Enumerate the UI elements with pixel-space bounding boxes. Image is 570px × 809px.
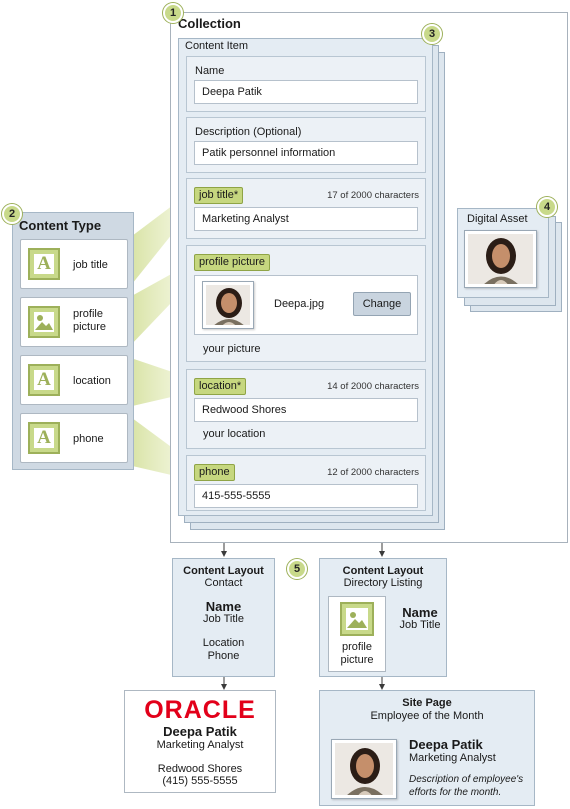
site-page-description: Description of employee's efforts for th… <box>409 774 524 798</box>
site-page-title: Site Page <box>402 697 452 709</box>
profile-picture-dropzone[interactable]: Deepa.jpg Change <box>194 275 418 335</box>
text-icon: A <box>28 422 60 454</box>
directory-layout-subtitle: Directory Listing <box>343 577 423 589</box>
phone-input[interactable]: 415-555-5555 <box>194 484 418 508</box>
digital-asset-title: Digital Asset <box>467 213 528 225</box>
content-type-label: profile picture <box>73 308 107 333</box>
contact-layout-name: Name <box>205 599 242 614</box>
contact-layout-title: Content Layout <box>183 565 264 577</box>
location-tag: location* <box>194 378 247 395</box>
job-title-char-count: 17 of 2000 characters <box>327 190 419 201</box>
contact-layout-subtitle: Contact <box>204 577 243 589</box>
contact-layout-location: Location <box>202 637 245 649</box>
profile-picture-tag: profile picture <box>194 254 271 271</box>
phone-char-count: 12 of 2000 characters <box>327 467 419 478</box>
location-hint: your location <box>203 428 266 440</box>
location-char-count: 14 of 2000 characters <box>327 381 419 392</box>
directory-picture-card: profile picture <box>328 596 386 672</box>
oracle-card: ORACLE Deepa Patik Marketing Analyst Red… <box>124 690 276 793</box>
site-page: Site Page Employee of the Month Deepa Pa… <box>319 690 535 806</box>
profile-photo-thumb <box>202 281 254 329</box>
location-field: location* 14 of 2000 characters Redwood … <box>186 369 426 449</box>
content-type-card-job-title[interactable]: A job title <box>20 239 128 289</box>
oracle-card-phone: (415) 555-5555 <box>162 775 238 787</box>
digital-asset-photo[interactable] <box>464 230 537 288</box>
description-field-label: Description (Optional) <box>195 126 302 138</box>
content-type-card-profile-picture[interactable]: profile picture <box>20 297 128 347</box>
callout-4: 4 <box>537 197 557 217</box>
image-icon <box>340 602 374 636</box>
oracle-card-name: Deepa Patik <box>163 724 237 739</box>
content-type-card-location[interactable]: A location <box>20 355 128 405</box>
contact-layout-phone: Phone <box>207 650 240 662</box>
content-type-label: phone <box>73 433 104 445</box>
content-type-label: location <box>73 375 111 387</box>
site-page-name: Deepa Patik <box>409 737 483 752</box>
name-field-label: Name <box>195 65 225 77</box>
phone-field: phone 12 of 2000 characters 415-555-5555 <box>186 455 426 511</box>
oracle-card-job-title: Marketing Analyst <box>156 739 244 751</box>
job-title-field: job title* 17 of 2000 characters Marketi… <box>186 178 426 239</box>
description-input[interactable]: Patik personnel information <box>194 141 418 165</box>
collection-title: Collection <box>178 16 241 31</box>
callout-2: 2 <box>2 204 22 224</box>
oracle-logo: ORACLE <box>144 696 256 724</box>
person-photo-icon <box>468 234 533 284</box>
job-title-tag: job title* <box>194 187 244 204</box>
text-icon: A <box>28 248 60 280</box>
content-type-card-phone[interactable]: A phone <box>20 413 128 463</box>
change-button[interactable]: Change <box>353 292 411 316</box>
site-page-subtitle: Employee of the Month <box>370 710 484 722</box>
directory-layout-name: Name <box>402 605 438 620</box>
name-field: Name Deepa Patik <box>186 56 426 112</box>
content-layout-directory: Content Layout Directory Listing profile… <box>319 558 447 677</box>
image-icon <box>28 306 60 338</box>
text-icon: A <box>28 364 60 396</box>
profile-picture-field: profile picture Deepa.jpg Change your pi… <box>186 245 426 362</box>
directory-layout-job-title: Job Title <box>399 619 441 631</box>
job-title-input[interactable]: Marketing Analyst <box>194 207 418 231</box>
site-page-photo <box>331 739 397 799</box>
directory-picture-label: profile picture <box>340 641 374 666</box>
person-photo-icon <box>206 285 250 325</box>
profile-picture-filename: Deepa.jpg <box>274 298 325 310</box>
person-photo-icon <box>335 743 393 795</box>
description-field: Description (Optional) Patik personnel i… <box>186 117 426 173</box>
contact-layout-job-title: Job Title <box>203 613 244 625</box>
content-type-title: Content Type <box>19 218 102 233</box>
profile-picture-hint: your picture <box>203 343 261 355</box>
content-item-title: Content Item <box>185 40 248 52</box>
phone-tag: phone <box>194 464 235 481</box>
content-layout-contact: Content Layout Contact Name Job Title Lo… <box>172 558 275 677</box>
site-page-job-title: Marketing Analyst <box>409 752 496 764</box>
name-input[interactable]: Deepa Patik <box>194 80 418 104</box>
location-input[interactable]: Redwood Shores <box>194 398 418 422</box>
content-type-label: job title <box>73 259 108 271</box>
callout-1: 1 <box>163 3 183 23</box>
callout-3: 3 <box>422 24 442 44</box>
directory-layout-title: Content Layout <box>342 565 424 577</box>
oracle-card-location: Redwood Shores <box>157 763 243 775</box>
callout-5: 5 <box>287 559 307 579</box>
